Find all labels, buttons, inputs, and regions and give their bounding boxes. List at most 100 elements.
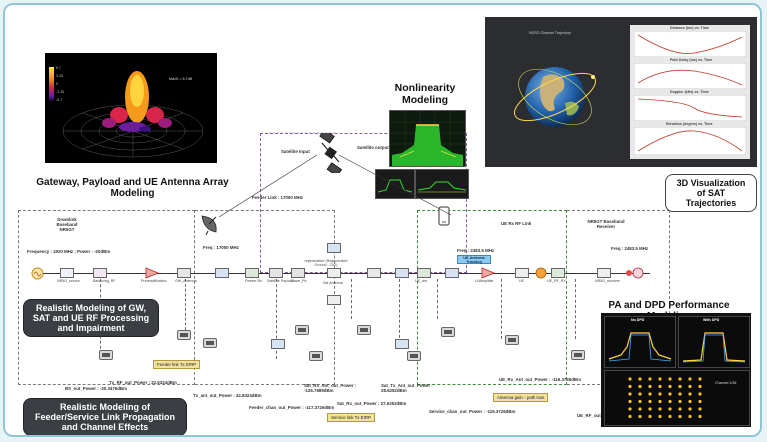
ue-rf-rx-label: UE_RF_RX [547,279,566,283]
legend-min: -6.7 [56,98,63,102]
distance-plot-title: Distance (km) vs. Time [670,26,709,30]
ue-rf-rx-block [551,268,565,278]
ue-section [417,210,567,385]
gateway-dish-icon [201,215,217,236]
satellite-output-label: Satellite output [357,145,389,150]
constellation-point [698,384,702,389]
service-chan-out-power: Service_chan_out_Power : -115.3726dBm [429,409,516,414]
nonlinearity-caption: Nonlinearity Modeling [394,82,456,106]
constellation-point [658,377,662,381]
sat-payload-label: Satellite Payload [267,279,294,283]
rf-processing-callout: Realistic Modeling of GW, SAT and UE RF … [23,299,159,337]
feeder-channel-block [271,339,285,349]
doppler-plot-title: Doppler (kHz) vs. Time [670,90,709,94]
gain-readout: MaxG = 6.7dB [169,77,193,81]
constellation-point [628,399,632,404]
no-dpd-spectrum: No DPD [604,316,676,368]
constellation-point [638,399,642,404]
spectrum-graphic [390,111,465,166]
legend-low: -3.35 [56,90,65,94]
constellation-point [638,407,642,411]
earth-globe-icon [514,67,596,127]
constellation-point [668,407,672,411]
constellation-point [688,392,692,396]
ue-block [515,268,529,278]
antenna-pattern-graphic [49,67,204,158]
ue-antenna-tracking-box: UE Antenna Tracking [457,255,491,264]
elevation-plot [634,127,746,155]
receiver-label: NR5GT Baseband Receiver [587,219,625,229]
trajectory-plots: Distance (km) vs. Time Path Delay (ms) v… [630,25,750,159]
constellation-point [638,384,642,389]
constellation-point [668,384,672,389]
constellation-point [638,377,642,381]
constellation-point [638,392,642,396]
lna-label: LNAmplifier [475,279,494,283]
constellation-point [658,414,662,419]
constellation-point [688,407,692,411]
receiver-sink-icon [626,267,644,279]
antenna-caption: Gateway, Payload and UE Antenna Array Mo… [36,177,229,199]
constellation-plot: Channel 1/36 [604,370,750,426]
nonlinearity-spectrum-2 [375,169,415,199]
ue-rx-ant-out-power: UE_Rx_Ant_out_Power : -116.3726dBm [499,377,581,382]
propagation-callout: Realistic Modeling of Feeder/Service Lin… [23,398,187,435]
ue-rx-meter [505,335,519,345]
ue-label: UE [519,279,524,283]
ue-phone-icon [438,206,450,226]
constellation-point [668,414,672,419]
sat-rx-meter [309,351,323,361]
constellation-point [648,414,652,419]
sat-tx-meter [357,325,371,335]
tx-ant-meter [203,338,217,348]
constellation-point [658,399,662,404]
lna-icon [481,267,495,279]
tap-lna [501,279,502,339]
with-dpd-graphic [682,332,746,363]
feeder-rx-label: Feeder-Rx [245,279,262,283]
regenerative-label: regenerative (Regenerated Ground - Ch2) [304,259,348,267]
ue-ant-block [417,268,431,278]
legend-mid: 0 [56,82,58,86]
balancing-rf-label: Balancing_RF [93,279,116,283]
constellation-point [698,407,702,411]
doppler-plot [634,95,746,121]
nonlinearity-spectrum [389,110,466,167]
feeder-rx-block [245,268,259,278]
tx-rf-out-power: Tx_RF_out_Power : 22.6324dBm [109,380,177,385]
rx-freq-label: Freq : 2483.5 MHz [611,246,649,251]
constellation-point [698,377,702,381]
legend-max: 6.7 [56,66,61,70]
with-dpd-title: With DPD [703,318,720,322]
trajectory-panel: NGSO Channel Trajectory Distance (km) vs… [485,17,757,167]
sat-output-block [367,268,381,278]
no-dpd-graphic [608,332,672,362]
nr5g-source-label: NR5G_source [57,279,80,283]
gw-mixer-block [177,268,191,278]
feeder-link-label: Feeder Link : 17000 MHz [252,195,303,200]
gw-freq-label: Freq : 17000 MHz [203,245,239,250]
constellation-point [648,384,652,389]
bs-out-power: BS_out_Power : -20.3476dBm [65,386,127,391]
constellation-label: Channel 1/36 [715,381,737,385]
service-chan-meter [407,351,421,361]
constellation-point [698,399,702,404]
with-dpd-spectrum: With DPD [678,316,750,368]
constellation-point [678,407,682,411]
tx-rf-meter [177,330,191,340]
constellation-point [648,377,652,381]
gw-antenna-block [215,268,229,278]
tap-ue [437,279,438,319]
constellation-point [678,399,682,404]
ue-ant-meter [441,327,455,337]
ue-tracking-block [445,268,459,278]
feeder-eirp-label: Feeder link Tx EIRP [153,360,201,369]
constellation-point [668,377,672,381]
elevation-plot-title: Elevation (degree) vs. Time [666,122,713,126]
sat-tx-block [327,268,341,278]
constellation-point [698,392,702,396]
constellation-point [678,392,682,396]
nonlinearity-spectrum-3 [415,169,469,199]
balancing-rf-block [93,268,107,278]
distance-plot [634,31,746,57]
